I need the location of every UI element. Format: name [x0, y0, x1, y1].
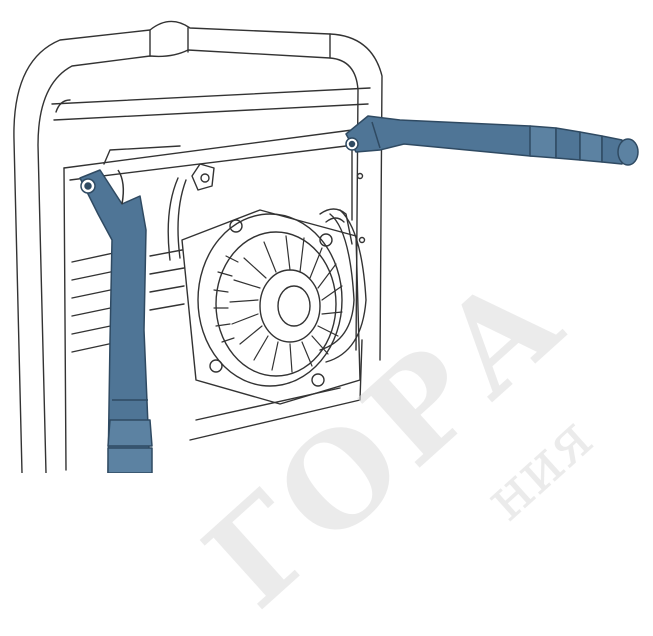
right-handle — [345, 115, 639, 166]
recoil-cover-ribs — [213, 235, 343, 373]
engine-recoil-cover — [181, 209, 361, 405]
illustration-svg — [13, 20, 639, 473]
left-handle — [79, 169, 153, 473]
generator-illustration: ГОРА ния — [13, 20, 639, 636]
